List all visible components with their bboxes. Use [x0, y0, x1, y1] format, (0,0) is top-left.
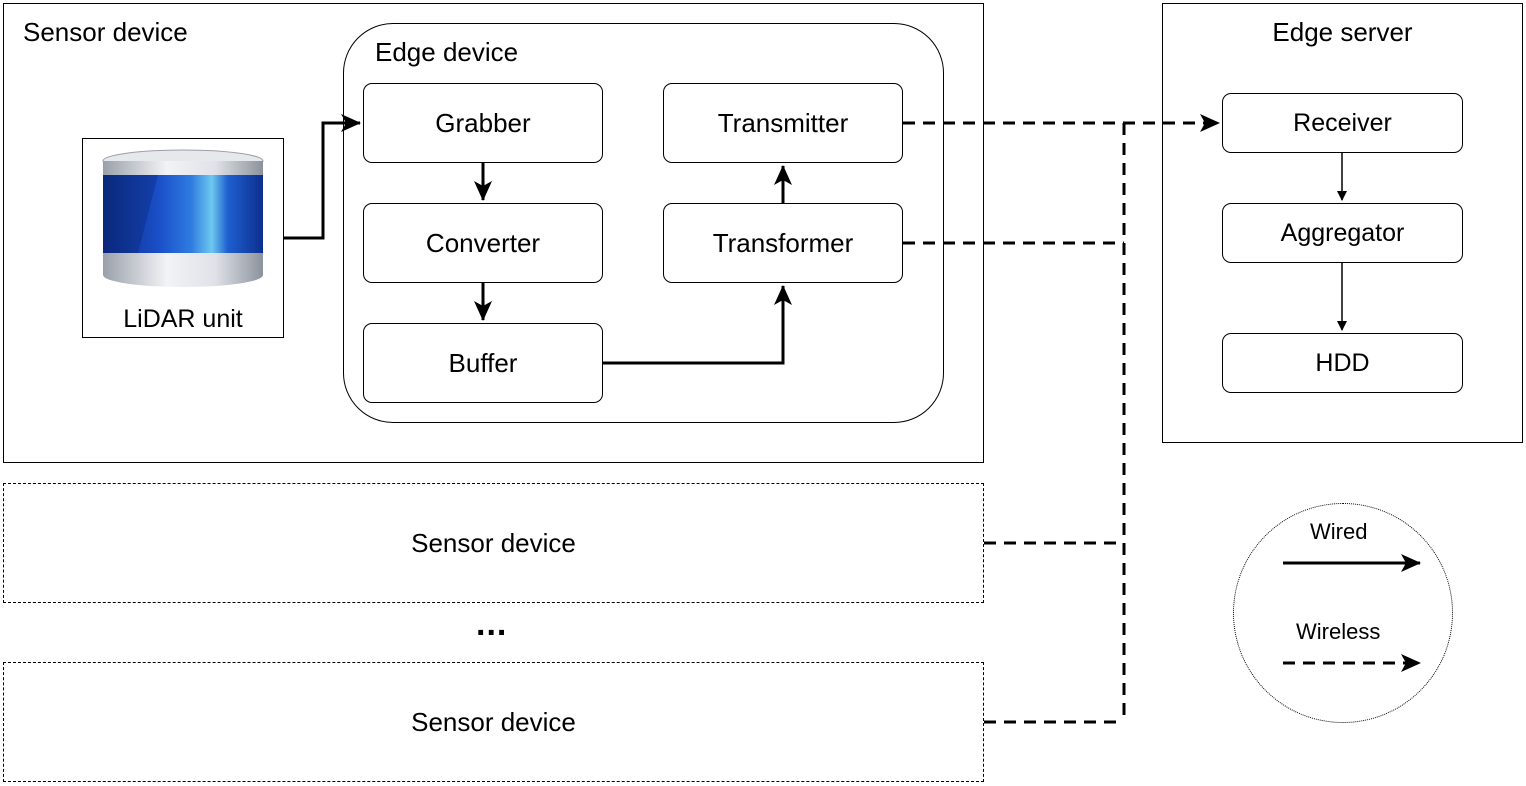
buffer-module: Buffer [363, 323, 603, 403]
lidar-unit: LiDAR unit [82, 138, 284, 338]
sensor-device-title: Sensor device [23, 17, 188, 47]
additional-sensor-device-2: Sensor device [3, 662, 984, 782]
legend-wired-label: Wired [1310, 519, 1368, 544]
ellipsis: ... [476, 605, 508, 643]
sensor-device-container [3, 3, 984, 463]
lidar-sensor-icon [102, 149, 264, 287]
receiver-module: Receiver [1222, 93, 1463, 153]
wire-lidar-to-grabber [284, 114, 361, 240]
legend [1233, 503, 1453, 723]
grabber-module: Grabber [363, 83, 603, 163]
aggregator-module: Aggregator [1222, 203, 1463, 263]
edge-device-container [343, 23, 944, 423]
additional-sensor-device-label: Sensor device [411, 527, 576, 558]
wire-buffer-to-transformer [603, 285, 792, 365]
transformer-module: Transformer [663, 203, 903, 283]
additional-sensor-device-1: Sensor device [3, 483, 984, 603]
legend-wireless-label: Wireless [1296, 619, 1381, 644]
transmitter-module: Transmitter [663, 83, 903, 163]
lidar-label: LiDAR unit [123, 305, 243, 333]
edge-server-container [1162, 3, 1523, 443]
hdd-module: HDD [1222, 333, 1463, 393]
additional-sensor-device-label: Sensor device [411, 706, 576, 737]
edge-server-title: Edge server [1272, 17, 1413, 47]
edge-device-title: Edge device [375, 37, 519, 67]
converter-module: Converter [363, 203, 603, 283]
